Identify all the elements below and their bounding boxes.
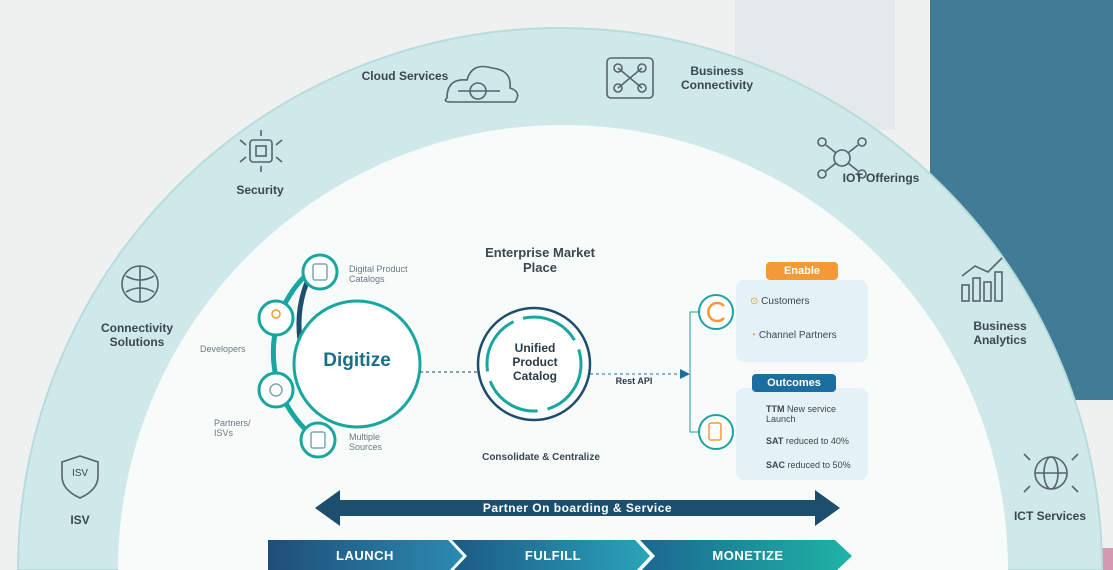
network-nodes-icon: [606, 57, 654, 99]
label-ict-services: ICT Services: [1013, 509, 1087, 523]
customers-bullet-icon: ⊙: [750, 296, 762, 307]
outcome-sac-strong: SAC: [766, 460, 786, 470]
stage-fulfill-shape: [452, 540, 650, 570]
enable-c-icon: [707, 301, 725, 323]
analytics-bars-icon: [961, 257, 1003, 302]
enable-icon-circle: [698, 294, 734, 330]
stage-launch-shape: [268, 540, 463, 570]
outcomes-phone-icon: [708, 422, 722, 441]
label-iot-offerings: IOT Offerings: [842, 171, 920, 185]
outcome-sat-text: reduced to 40%: [785, 436, 849, 446]
sources-doc-icon: [310, 431, 326, 449]
connectivity-globe-icon: [121, 265, 159, 303]
label-isv: ISV: [70, 513, 90, 527]
chip-security-icon: [239, 130, 283, 172]
partner-bar: [315, 490, 840, 526]
enable-box: [736, 280, 868, 362]
catalog-outer-circle: [476, 306, 592, 422]
outcomes-icon-circle: [698, 414, 734, 450]
developer-person-icon: [271, 309, 281, 319]
label-connectivity-solutions: Connectivity Solutions: [100, 321, 173, 349]
source-label-developers: Developers: [200, 344, 246, 354]
stage-fulfill-label: FULFILL: [524, 548, 582, 563]
stage-monetize-shape: [640, 540, 852, 570]
enable-item-channel-partners: ◔ Channel Partners: [750, 330, 860, 342]
consolidate-label: Consolidate & Centralize: [482, 452, 600, 463]
enable-header: Enable: [766, 262, 838, 280]
partners-icon: [269, 383, 283, 397]
source-label-multiple: Multiple Sources: [349, 432, 383, 453]
outcome-ttm: TTM New service Launch: [766, 404, 864, 425]
outcomes-header: Outcomes: [752, 374, 836, 392]
enable-item-customers: ⊙ Customers: [750, 296, 860, 308]
rest-api-arrowhead: [680, 369, 690, 379]
source-node-multiple: [299, 421, 337, 459]
bracket: [689, 311, 700, 433]
source-label-partners: Partners/ ISVs: [214, 418, 251, 439]
enable-channel-text: Channel Partners: [758, 330, 837, 341]
stage-monetize-label: MONETIZE: [712, 548, 784, 563]
shield-isv-icon: [61, 455, 99, 499]
source-node-catalog: [301, 253, 339, 291]
rest-api-label: Rest API: [615, 376, 653, 386]
label-security: Security: [236, 183, 284, 197]
label-business-connectivity: Business Connectivity: [680, 64, 753, 92]
outcome-sac: SAC reduced to 50%: [766, 460, 864, 470]
outcome-ttm-text: New service Launch: [766, 404, 837, 425]
catalog-inner-ring: [485, 315, 583, 413]
source-label-catalogs: Digital Product Catalogs: [349, 264, 408, 285]
stage-launch-label: LAUNCH: [336, 548, 394, 563]
enterprise-market-place-title: Enterprise Market Place: [485, 245, 595, 275]
unified-catalog-label: Unified Product Catalog: [512, 341, 558, 383]
source-node-partners: [257, 371, 295, 409]
globe-network-icon: [1023, 453, 1079, 493]
digitize-label: Digitize: [323, 350, 391, 371]
outcome-sat-strong: SAT: [766, 436, 784, 446]
cloud-network-icon: [444, 65, 519, 103]
enable-customers-text: Customers: [761, 296, 810, 307]
isv-badge-text: ISV: [71, 468, 89, 479]
outcome-sat: SAT reduced to 40%: [766, 436, 864, 446]
partner-bar-label: Partner On boarding & Service: [482, 501, 673, 515]
iot-hub-icon: [817, 137, 867, 179]
channel-bullet-icon: ◔: [750, 330, 759, 341]
label-business-analytics: Business Analytics: [973, 319, 1027, 347]
outcomes-box: [736, 388, 868, 480]
outcome-ttm-strong: TTM: [766, 404, 785, 414]
digitize-circle: [292, 299, 422, 429]
outcome-sac-text: reduced to 50%: [787, 460, 851, 470]
label-cloud-services: Cloud Services: [361, 69, 449, 83]
catalog-doc-icon: [312, 263, 328, 281]
